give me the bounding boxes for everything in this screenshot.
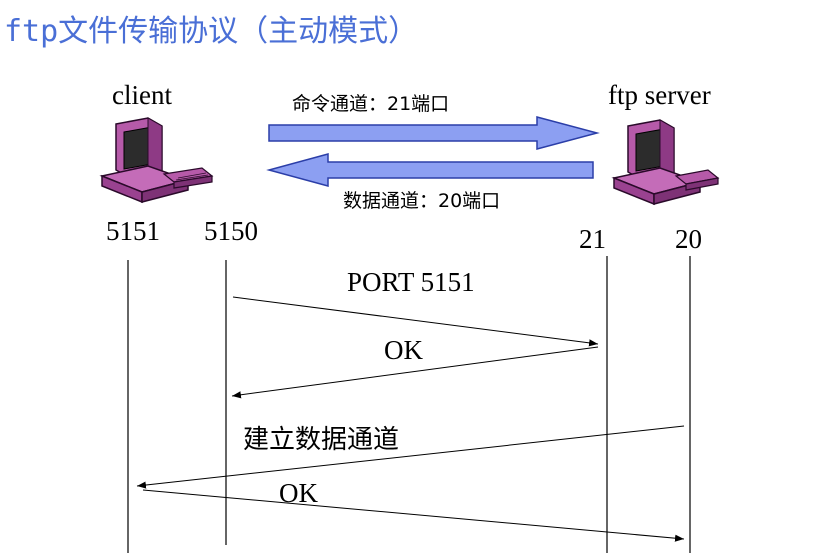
data-channel-label: 数据通道：20端口	[343, 190, 501, 212]
message-label-ok-2: OK	[279, 478, 318, 508]
message-label-data-channel: 建立数据通道	[243, 425, 400, 455]
port-label-5150: 5150	[204, 216, 258, 246]
message-arrow-ok-1	[231, 346, 599, 399]
command-channel-arrow	[268, 116, 600, 150]
port-label-20: 20	[675, 224, 702, 254]
client-label: client	[112, 80, 172, 110]
port-label-5151: 5151	[106, 216, 160, 246]
port-label-21: 21	[579, 224, 606, 254]
client-computer-icon	[99, 117, 214, 204]
data-channel-arrow	[266, 153, 594, 187]
page-title: ftp文件传输协议（主动模式）	[4, 14, 419, 49]
command-channel-label: 命令通道：21端口	[292, 93, 450, 115]
message-label-port: PORT 5151	[347, 267, 475, 297]
server-computer-icon	[611, 119, 720, 206]
server-label: ftp server	[608, 80, 711, 110]
message-arrow-data-channel	[136, 425, 685, 489]
message-arrow-port	[232, 296, 599, 347]
message-label-ok-1: OK	[384, 335, 423, 365]
message-arrow-ok-2	[142, 489, 685, 542]
